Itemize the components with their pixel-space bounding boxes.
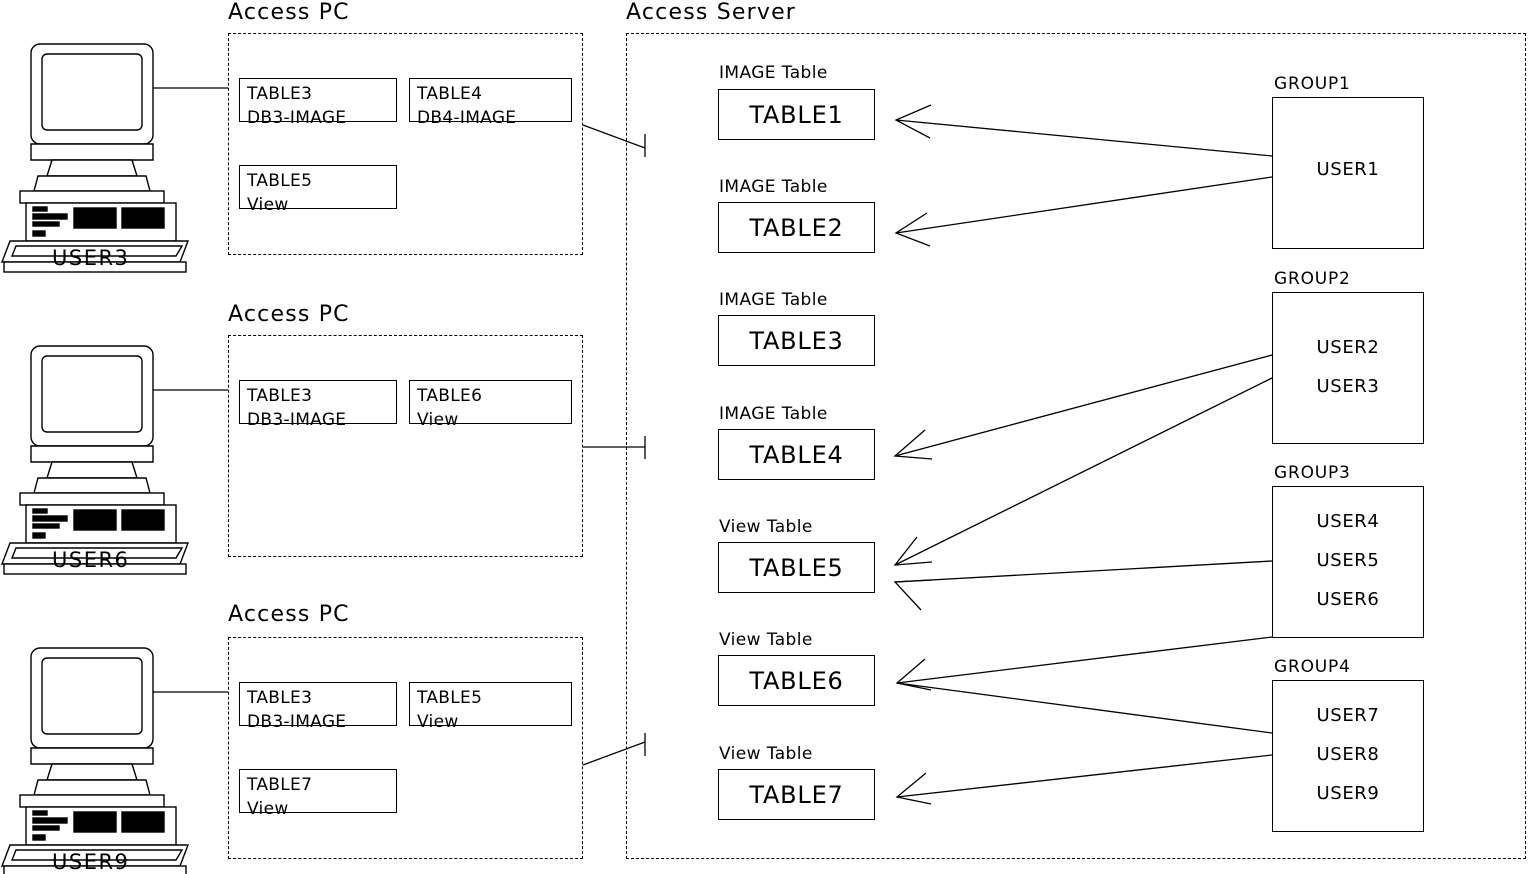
pc1-box2-type: DB4-IMAGE [417, 108, 517, 128]
pc-icon-user6 [0, 345, 190, 575]
group-box-2[interactable]: USER2 USER3 [1272, 292, 1424, 444]
arrowhead-table4 [893, 429, 933, 460]
user-caption-2: USER6 [52, 548, 130, 572]
pc2-box2-type: View [417, 410, 459, 430]
pc2-table-box-2[interactable]: TABLE6 View [409, 380, 572, 430]
pc1-box2-name: TABLE4 [417, 84, 483, 104]
group2-user-2: USER3 [1316, 376, 1380, 397]
group3-title: GROUP3 [1274, 463, 1351, 483]
group3-user-1: USER4 [1316, 511, 1380, 532]
user-caption-3: USER9 [52, 850, 130, 874]
pc2-box2-name: TABLE6 [417, 386, 483, 406]
pc3-box2-type: View [417, 712, 459, 732]
pc1-box1-name: TABLE3 [247, 84, 313, 104]
pc3-box1-type: DB3-IMAGE [247, 712, 347, 732]
arrowhead-table2 [894, 212, 931, 247]
arrow-group4-table7 [896, 754, 1273, 798]
table3-name: TABLE3 [749, 326, 844, 355]
group-box-1[interactable]: USER1 [1272, 97, 1424, 249]
server-table-5[interactable]: TABLE5 [718, 542, 875, 593]
table4-name: TABLE4 [749, 440, 844, 469]
access-pc-frame-1 [228, 33, 583, 255]
server-table-1[interactable]: TABLE1 [718, 89, 875, 140]
pc2-table-box-1[interactable]: TABLE3 DB3-IMAGE [239, 380, 397, 430]
group1-user-1: USER1 [1316, 159, 1380, 180]
table5-kind: View Table [719, 517, 813, 537]
pc1-box3-name: TABLE5 [247, 171, 313, 191]
access-pc-title-2: Access PC [228, 302, 350, 327]
server-table-3[interactable]: TABLE3 [718, 315, 875, 366]
group-box-4[interactable]: USER7 USER8 USER9 [1272, 680, 1424, 832]
arrow-group2-table4 [894, 354, 1273, 457]
group2-user-1: USER2 [1316, 337, 1380, 358]
pc3-table-box-2[interactable]: TABLE5 View [409, 682, 572, 732]
group-box-3[interactable]: USER4 USER5 USER6 [1272, 486, 1424, 638]
pc3-box1-name: TABLE3 [247, 688, 313, 708]
arrowhead-table5-upper [893, 536, 933, 566]
access-server-frame [626, 33, 1526, 859]
arrow-group2-table5 [894, 377, 1273, 566]
group4-user-3: USER9 [1316, 783, 1380, 804]
pc3-box2-name: TABLE5 [417, 688, 483, 708]
group4-user-1: USER7 [1316, 705, 1380, 726]
table5-name: TABLE5 [749, 553, 844, 582]
link-pc1-server [582, 124, 646, 149]
pc1-table-box-1[interactable]: TABLE3 DB3-IMAGE [239, 78, 397, 128]
group1-title: GROUP1 [1274, 74, 1351, 94]
group4-user-2: USER8 [1316, 744, 1380, 765]
group3-user-3: USER6 [1316, 589, 1380, 610]
group3-user-2: USER5 [1316, 550, 1380, 571]
access-pc-title-1: Access PC [228, 0, 350, 25]
table7-name: TABLE7 [749, 780, 844, 809]
pc3-box3-name: TABLE7 [247, 775, 313, 795]
table2-kind: IMAGE Table [719, 177, 828, 197]
arrowhead-table1 [894, 104, 932, 139]
table6-name: TABLE6 [749, 666, 844, 695]
pc1-table-box-3[interactable]: TABLE5 View [239, 165, 397, 215]
pc1-box3-type: View [247, 195, 289, 215]
pc3-table-box-3[interactable]: TABLE7 View [239, 769, 397, 819]
server-table-7[interactable]: TABLE7 [718, 769, 875, 820]
user-caption-1: USER3 [52, 246, 130, 270]
arrow-group1-table1 [895, 119, 1273, 157]
server-table-6[interactable]: TABLE6 [718, 655, 875, 706]
pc2-box1-type: DB3-IMAGE [247, 410, 347, 430]
arrow-group1-table2 [895, 176, 1273, 234]
table3-kind: IMAGE Table [719, 290, 828, 310]
pc3-box3-type: View [247, 799, 289, 819]
arrow-group4-table6 [896, 682, 1273, 734]
table2-name: TABLE2 [749, 213, 844, 242]
pc-icon-user3 [0, 43, 190, 273]
group2-title: GROUP2 [1274, 269, 1351, 289]
table1-kind: IMAGE Table [719, 63, 828, 83]
arrow-group3-table5 [894, 560, 1273, 583]
group4-title: GROUP4 [1274, 657, 1351, 677]
table1-name: TABLE1 [749, 100, 844, 129]
access-pc-frame-3 [228, 637, 583, 859]
server-table-4[interactable]: TABLE4 [718, 429, 875, 480]
access-pc-title-3: Access PC [228, 602, 350, 627]
access-server-title: Access Server [626, 0, 797, 25]
pc3-table-box-1[interactable]: TABLE3 DB3-IMAGE [239, 682, 397, 732]
pc2-box1-name: TABLE3 [247, 386, 313, 406]
pc-icon-user9 [0, 647, 190, 874]
access-pc-frame-2 [228, 335, 583, 557]
arrow-group3-table6 [896, 636, 1273, 684]
link-pc3-server [582, 741, 646, 766]
pc1-box1-type: DB3-IMAGE [247, 108, 347, 128]
table6-kind: View Table [719, 630, 813, 650]
table4-kind: IMAGE Table [719, 404, 828, 424]
table7-kind: View Table [719, 744, 813, 764]
arrowhead-table7 [895, 772, 932, 805]
server-table-2[interactable]: TABLE2 [718, 202, 875, 253]
pc1-table-box-2[interactable]: TABLE4 DB4-IMAGE [409, 78, 572, 128]
arrowhead-table5-lower [893, 579, 933, 611]
